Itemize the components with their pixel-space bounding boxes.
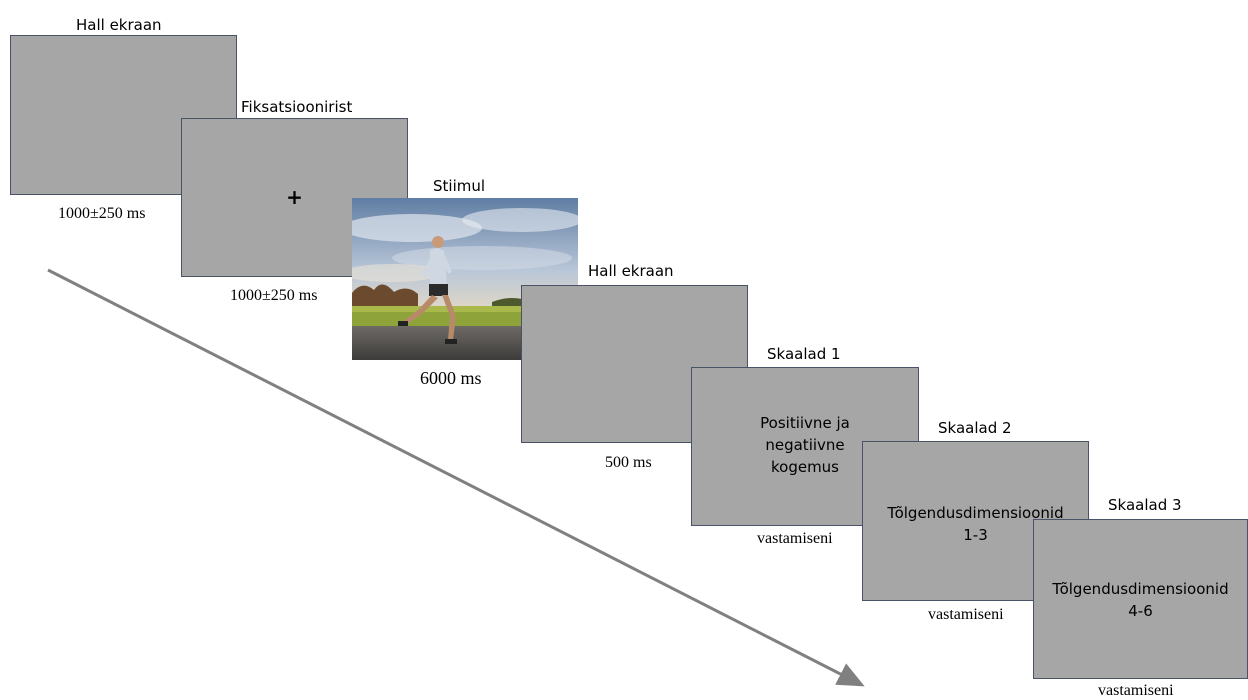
step-7-content-line-1: Tõlgendusdimensioonid <box>1052 580 1229 598</box>
step-3-duration: 6000 ms <box>420 368 482 388</box>
step-1-duration: 1000±250 ms <box>58 205 146 222</box>
step-6-content: Tõlgendusdimensioonid 1-3 <box>863 502 1088 546</box>
step-7-label: Skaalad 3 <box>1108 496 1182 514</box>
step-5-content: Positiivne ja negatiivne kogemus <box>692 412 918 478</box>
step-5-duration: vastamiseni <box>757 530 833 547</box>
step-6-duration: vastamiseni <box>928 606 1004 623</box>
step-7-content: Tõlgendusdimensioonid 4-6 <box>1034 578 1247 622</box>
step-7-duration: vastamiseni <box>1098 682 1174 699</box>
step-5-label: Skaalad 1 <box>767 345 841 363</box>
step-5-content-line-1: Positiivne ja <box>760 414 850 432</box>
step-5-content-line-3: kogemus <box>770 458 839 476</box>
step-4-duration: 500 ms <box>605 454 652 471</box>
step-5-content-line-2: negatiivne <box>765 436 845 454</box>
step-4-label: Hall ekraan <box>588 262 674 280</box>
step-6-content-line-1: Tõlgendusdimensioonid <box>887 504 1064 522</box>
step-6-label: Skaalad 2 <box>938 419 1012 437</box>
step-6-content-line-2: 1-3 <box>963 526 988 544</box>
step-2-duration: 1000±250 ms <box>230 287 318 304</box>
step-7-scales-screen: Tõlgendusdimensioonid 4-6 <box>1033 519 1248 679</box>
step-3-label: Stiimul <box>433 177 486 195</box>
step-2-label: Fiksatsioonirist <box>241 98 353 116</box>
step-7-content-line-2: 4-6 <box>1128 602 1153 620</box>
fixation-cross: + <box>286 184 303 209</box>
step-1-label: Hall ekraan <box>76 16 162 34</box>
